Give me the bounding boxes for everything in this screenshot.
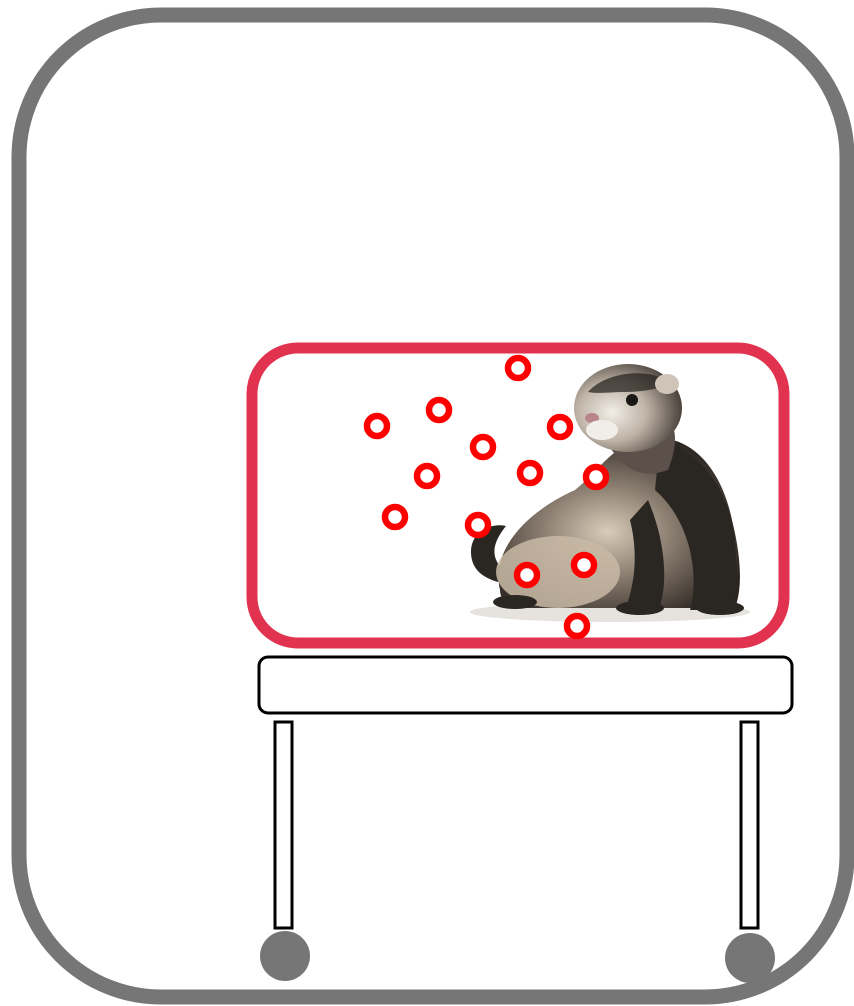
ring-marker-icon	[473, 437, 493, 457]
ring-marker-icon	[517, 565, 537, 585]
ferret-ear	[655, 374, 679, 394]
wheel-left	[260, 931, 310, 981]
ring-marker-icon	[567, 616, 587, 636]
ring-marker-icon	[508, 358, 528, 378]
table-leg-left	[275, 722, 292, 928]
table-top	[259, 657, 792, 713]
ring-marker-icon	[550, 417, 570, 437]
ring-marker-icon	[429, 400, 449, 420]
ferret-paw-3	[493, 595, 537, 609]
wheel-right	[725, 933, 775, 983]
ferret-photo	[470, 364, 750, 622]
ring-marker-icon	[468, 515, 488, 535]
ring-marker-icon	[367, 416, 387, 436]
ferret-paw	[616, 601, 664, 615]
ferret-paw-2	[696, 601, 744, 615]
ring-marker-icon	[586, 467, 606, 487]
ring-marker-icon	[417, 466, 437, 486]
ferret-eye	[626, 394, 638, 406]
table-leg-right	[741, 722, 758, 928]
ring-marker-icon	[520, 463, 540, 483]
ring-marker-icon	[574, 555, 594, 575]
ring-marker-icon	[385, 507, 405, 527]
ferret-muzzle	[586, 420, 618, 440]
